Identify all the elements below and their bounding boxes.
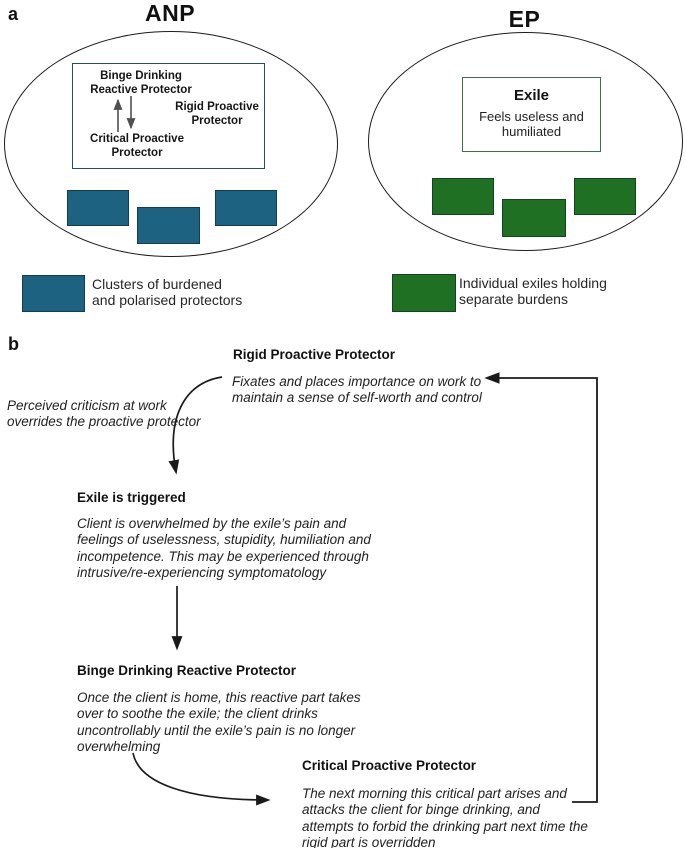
anp-title: ANP (144, 0, 196, 26)
legend-swatch-exiles (392, 274, 456, 312)
step-exile-title: Exile is triggered (77, 490, 186, 505)
rigid-proactive-protector-label: Rigid Proactive Protector (175, 101, 259, 127)
criticism-annotation: Perceived criticism at work overrides th… (7, 398, 201, 430)
legend-exiles-text: Individual exiles holding separate burde… (459, 275, 607, 307)
ep-title: EP (508, 6, 541, 32)
anp-ellipse (4, 31, 338, 257)
burdened-cluster-rect (137, 207, 200, 244)
legend-protectors-text: Clusters of burdened and polarised prote… (92, 276, 243, 308)
step-critical-body: The next morning this critical part aris… (302, 786, 588, 848)
exile-title: Exile (513, 87, 550, 104)
step-binge-body: Once the client is home, this reactive p… (77, 690, 361, 755)
step-exile-body: Client is overwhelmed by the exile’s pai… (77, 516, 371, 581)
step-critical-title: Critical Proactive Protector (302, 758, 477, 773)
critical-proactive-protector-label: Critical Proactive Protector (90, 133, 184, 159)
step-binge-title: Binge Drinking Reactive Protector (77, 663, 297, 678)
exile-subtitle: Feels useless and humiliated (479, 109, 584, 139)
bidirectional-arrows-icon (113, 96, 136, 132)
panel-b-label: b (8, 334, 19, 354)
exile-burden-rect (432, 178, 494, 215)
burdened-cluster-rect (215, 190, 277, 226)
exile-burden-rect (574, 178, 636, 215)
panel-a-label: a (8, 4, 19, 24)
step-rigid-body: Fixates and places importance on work to… (232, 374, 482, 406)
legend-swatch-protectors (22, 275, 85, 312)
step-rigid-title: Rigid Proactive Protector (233, 347, 396, 362)
arrow-binge-to-critical (132, 752, 271, 806)
burdened-cluster-rect (67, 190, 129, 226)
exile-burden-rect (502, 199, 566, 237)
ep-ellipse (368, 32, 683, 251)
feedback-loop-critical-to-rigid (484, 372, 598, 803)
anp-protectors-box: Binge Drinking Reactive Protector Critic… (72, 63, 265, 169)
binge-drinking-reactive-protector-label: Binge Drinking Reactive Protector (90, 70, 192, 96)
exile-box: Exile Feels useless and humiliated (462, 77, 601, 152)
